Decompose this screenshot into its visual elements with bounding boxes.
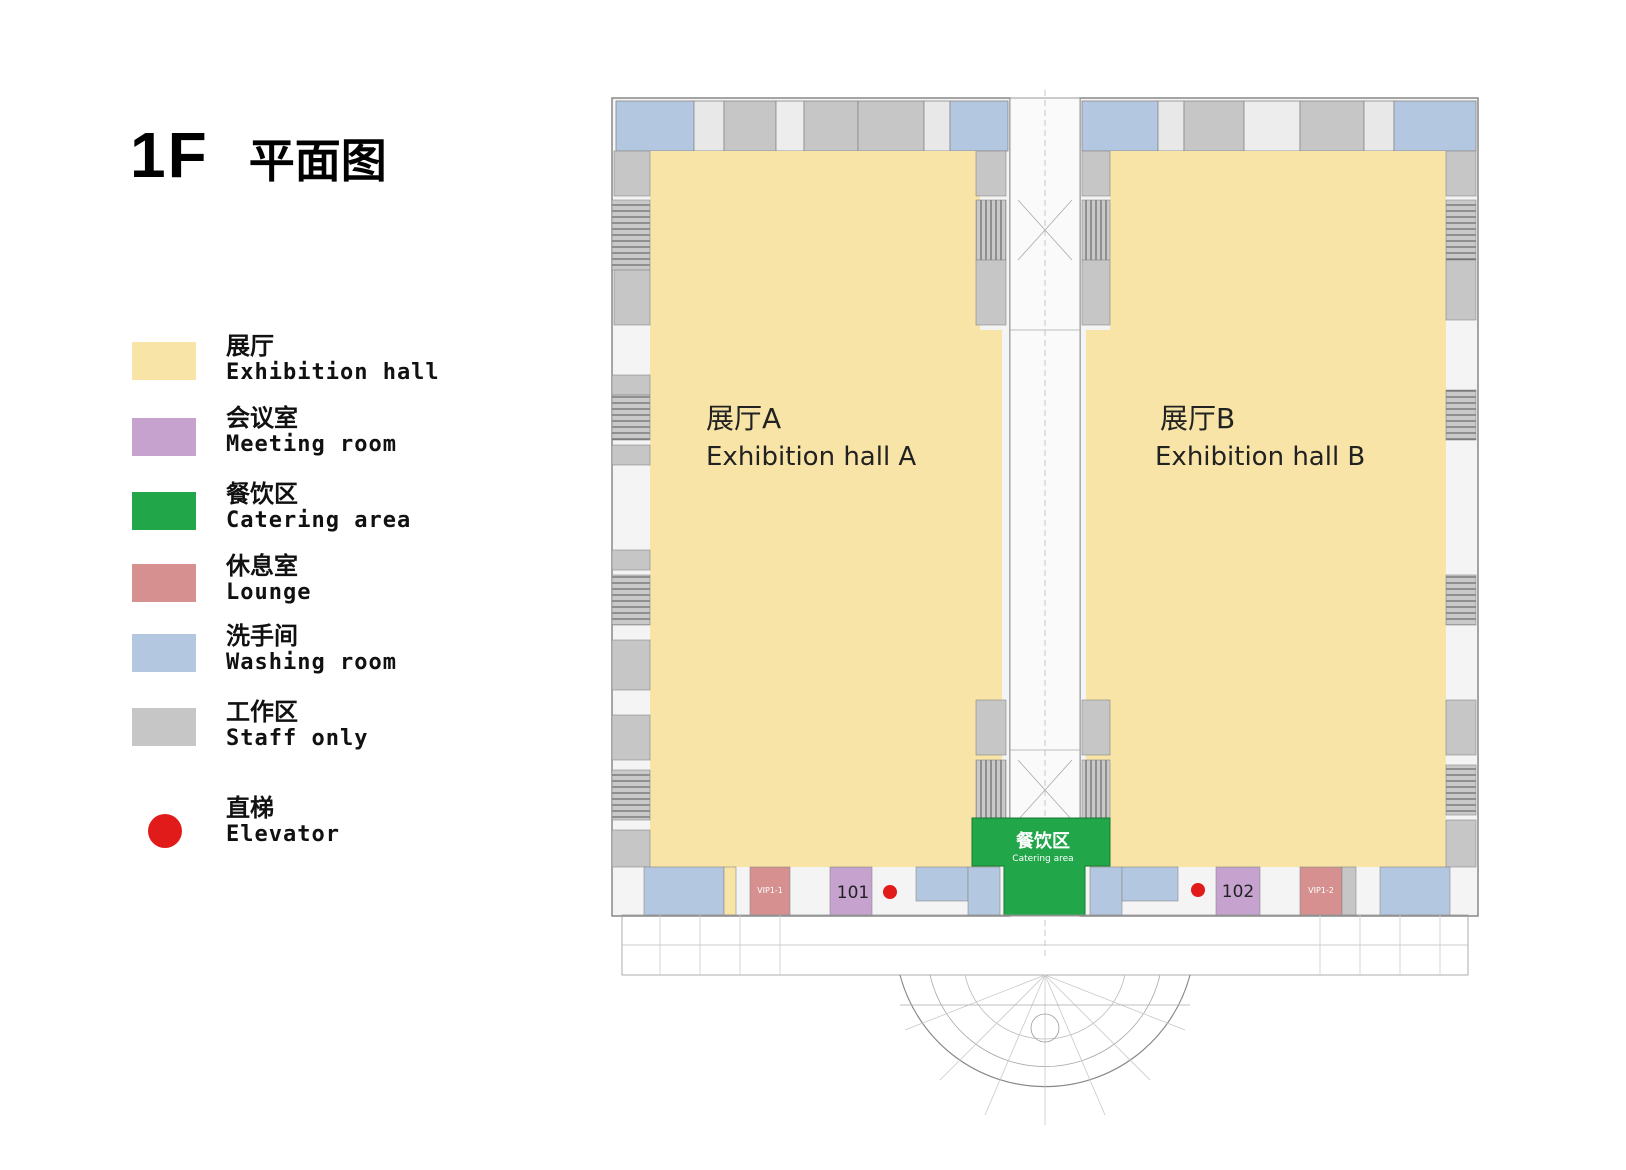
legend-label-en: Meeting room <box>226 432 397 457</box>
legend-swatch <box>132 634 196 672</box>
legend-item-exhibition-hall: 展厅 Exhibition hall <box>132 330 462 390</box>
hall-b-label-en: Exhibition hall B <box>1155 442 1365 472</box>
room-101-label: 101 <box>837 883 869 903</box>
elevator-icon <box>883 885 897 899</box>
legend-label-en: Catering area <box>226 508 412 533</box>
exhibition-hall-b <box>1110 151 1446 867</box>
east-service-rooms-a <box>975 150 1007 821</box>
room-102-label: 102 <box>1222 882 1254 902</box>
legend-swatch <box>132 492 196 530</box>
exhibition-hall-a <box>650 151 980 867</box>
legend-item-staff-only: 工作区 Staff only <box>132 696 462 756</box>
legend-item-catering-area: 餐饮区 Catering area <box>132 478 462 538</box>
plan-title: 平面图 <box>248 134 387 188</box>
elevator-icon <box>1191 883 1205 897</box>
hall-a-label-en: Exhibition hall A <box>706 442 916 472</box>
legend-label-en: Exhibition hall <box>226 360 440 385</box>
bottom-rooms <box>643 866 1451 916</box>
legend-item-lounge: 休息室 Lounge <box>132 550 462 610</box>
entrance-plaza <box>621 914 1469 1125</box>
legend-swatch <box>132 342 196 380</box>
legend-label-en: Staff only <box>226 726 369 751</box>
legend-label-en: Lounge <box>226 580 312 605</box>
floor-number: 1F <box>130 119 209 191</box>
catering-label-en: Catering area <box>1012 854 1073 864</box>
hall-a-label-cn: 展厅A <box>706 402 781 435</box>
legend-label-cn: 餐饮区 <box>226 480 298 508</box>
legend-label-cn: 会议室 <box>226 404 298 432</box>
legend-label-cn: 展厅 <box>226 332 274 360</box>
legend-label-cn: 直梯 <box>226 794 274 822</box>
catering-label-cn: 餐饮区 <box>1015 830 1070 852</box>
legend-swatch <box>132 564 196 602</box>
vip-room-2-label: VIP1-2 <box>1308 886 1334 895</box>
west-service-rooms-b <box>1081 150 1111 821</box>
legend-label-cn: 工作区 <box>226 698 298 726</box>
legend-swatch <box>132 418 196 456</box>
legend-label-cn: 洗手间 <box>226 622 298 650</box>
legend-label-en: Elevator <box>226 822 340 847</box>
top-rooms-b <box>1081 100 1477 152</box>
legend-label-cn: 休息室 <box>226 552 298 580</box>
elevator-dot-icon <box>148 814 182 848</box>
legend-item-meeting-room: 会议室 Meeting room <box>132 402 462 462</box>
top-rooms-a <box>615 100 1009 152</box>
west-service-rooms-a <box>611 150 651 868</box>
legend-item-elevator: 直梯 Elevator <box>132 792 462 852</box>
hall-b-label-cn: 展厅B <box>1160 402 1235 435</box>
legend-item-washing-room: 洗手间 Washing room <box>132 620 462 680</box>
east-service-rooms-b <box>1445 150 1477 868</box>
page-title: 1F 平面图 <box>130 118 387 192</box>
legend-label-en: Washing room <box>226 650 397 675</box>
legend-swatch <box>132 708 196 746</box>
vip-room-1-label: VIP1-1 <box>757 886 783 895</box>
